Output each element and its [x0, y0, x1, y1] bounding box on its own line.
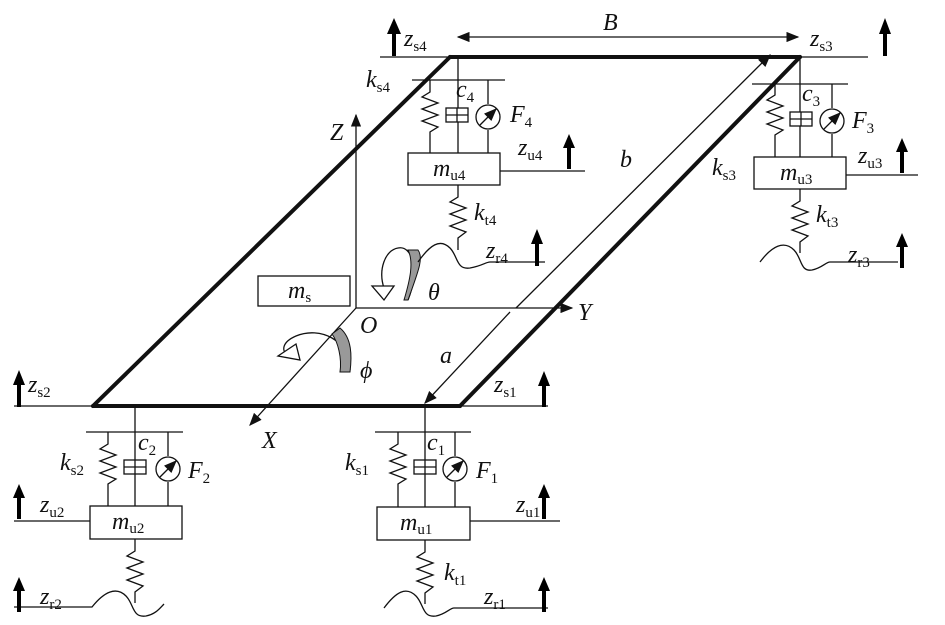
mu3-label: mu3	[780, 160, 812, 188]
vehicle-body-frame	[91, 55, 802, 408]
mu4-label: mu4	[433, 156, 466, 184]
zs4-label: zs4	[403, 26, 427, 55]
dimension-b-small-arrow	[515, 54, 771, 309]
c4-label: c4	[456, 77, 475, 106]
corner-2-suspension: zs2 c2 F2 ks2 mu2 zu2 zr2	[13, 370, 210, 617]
coordinate-axes: Z Y X O	[249, 113, 594, 454]
tire-spring-icon	[790, 189, 810, 253]
dimension-b-label: B	[603, 10, 618, 36]
up-arrow-icon	[896, 138, 908, 173]
zs2-label: zs2	[27, 372, 51, 401]
spring-icon	[420, 80, 440, 153]
road-profile-1	[383, 590, 548, 617]
ks4-label: ks4	[366, 67, 390, 96]
dimension-a-arrow	[424, 311, 511, 404]
origin-label: O	[360, 313, 377, 339]
corner-4-suspension: zs4 ks4 c4 F4 mu4 zu4 kt4 zr4	[366, 18, 585, 269]
spring-icon	[388, 432, 408, 507]
dimension-b-small-label: b	[620, 147, 632, 173]
zs1-label: zs1	[493, 372, 517, 401]
up-arrow-icon	[538, 577, 550, 612]
tire-spring-icon	[125, 539, 145, 603]
zu1-label: zu1	[515, 492, 540, 521]
up-arrow-icon	[896, 233, 908, 268]
spring-icon	[765, 84, 785, 157]
zr4-label: zr4	[485, 238, 508, 267]
up-arrow-icon	[13, 370, 25, 407]
zr3-label: zr3	[847, 242, 870, 271]
x-axis	[249, 307, 357, 426]
c3-label: c3	[802, 81, 820, 110]
zs3-label: zs3	[809, 26, 833, 55]
frame-edge-right	[458, 55, 802, 408]
tire-spring-icon	[448, 185, 468, 250]
y-axis-label: Y	[578, 300, 594, 326]
zu3-label: zu3	[857, 143, 882, 172]
mu1-label: mu1	[400, 510, 432, 538]
theta-label: θ	[428, 280, 440, 306]
road-profile-2	[14, 590, 165, 617]
unsprung-mass-4-box	[407, 152, 501, 186]
spring-icon	[98, 432, 118, 506]
ks2-label: ks2	[60, 450, 84, 479]
corner-1-suspension: zs1 c1 F1 ks1 mu1 zu1 kt1 zr1	[345, 371, 560, 617]
corner-3-suspension: zs3 c3 F3 ks3 mu3 zu3 kt3 zr3	[712, 18, 918, 271]
dimension-a-label: a	[440, 343, 452, 369]
tire-spring-icon	[415, 540, 435, 604]
road-profile-4	[417, 242, 545, 269]
up-arrow-icon	[538, 371, 550, 407]
phi-label: ϕ	[360, 358, 372, 384]
mu2-label: mu2	[112, 509, 144, 537]
up-arrow-icon	[13, 577, 25, 612]
up-arrow-icon	[531, 229, 543, 266]
zr1-label: zr1	[483, 584, 506, 613]
sprung-mass-box	[257, 275, 351, 307]
x-axis-label: X	[261, 428, 278, 454]
f4-label: F4	[509, 102, 533, 131]
pitch-rotation-arrow: θ	[370, 247, 440, 306]
kt1-label: kt1	[444, 560, 466, 589]
zu2-label: zu2	[39, 492, 64, 521]
up-arrow-icon	[387, 18, 401, 56]
f3-label: F3	[851, 108, 874, 137]
unsprung-mass-2-box	[89, 505, 183, 540]
kt4-label: kt4	[474, 200, 497, 229]
up-arrow-icon	[563, 134, 575, 169]
ks3-label: ks3	[712, 155, 736, 184]
f1-label: F1	[475, 458, 498, 487]
c1-label: c1	[427, 430, 445, 459]
roll-rotation-arrow: ϕ	[276, 327, 372, 384]
kt3-label: kt3	[816, 202, 838, 231]
ks1-label: ks1	[345, 450, 369, 479]
c2-label: c2	[138, 430, 156, 459]
road-profile-3	[759, 244, 898, 271]
zr2-label: zr2	[39, 584, 62, 613]
sprung-mass-label: ms	[288, 278, 311, 306]
frame-edge-left	[91, 55, 452, 408]
up-arrow-icon	[879, 18, 891, 56]
up-arrow-icon	[13, 484, 25, 519]
f2-label: F2	[187, 458, 210, 487]
up-arrow-icon	[538, 484, 550, 519]
unsprung-mass-3-box	[753, 156, 847, 190]
z-axis-label: Z	[330, 120, 344, 146]
zu4-label: zu4	[517, 135, 543, 164]
unsprung-mass-1-box	[376, 506, 471, 541]
